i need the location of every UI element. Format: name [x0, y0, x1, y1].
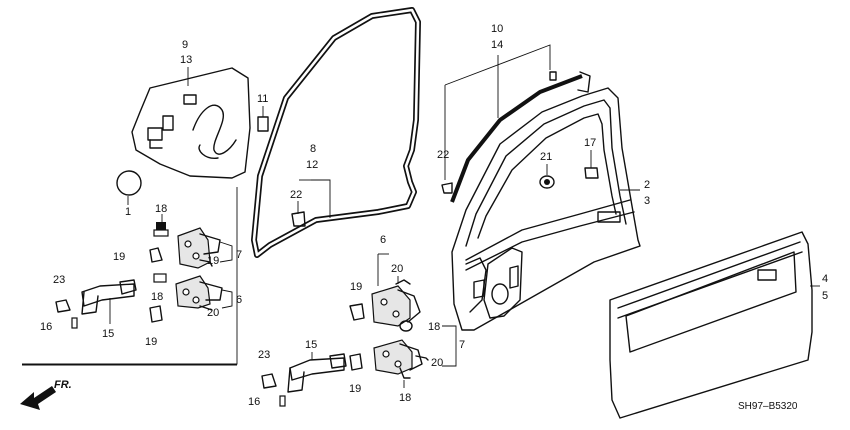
callout-20c: 20 — [431, 357, 443, 369]
callout-19d: 19 — [350, 281, 362, 293]
plug-part — [116, 170, 142, 205]
callout-6b: 6 — [380, 234, 386, 246]
callout-19a: 19 — [113, 251, 125, 263]
door-outer-skin — [609, 231, 820, 419]
callout-13: 13 — [180, 54, 192, 66]
callout-3: 3 — [644, 195, 650, 207]
upper-hinge-left — [149, 214, 233, 269]
callout-23a: 23 — [53, 274, 65, 286]
upper-hinge-center — [349, 253, 421, 332]
direction-label: FR. — [54, 379, 72, 391]
grommet-clip — [539, 164, 555, 189]
callout-11: 11 — [257, 93, 268, 105]
section-separators — [22, 187, 238, 366]
callout-18d: 18 — [399, 392, 411, 404]
seal-part — [257, 106, 269, 132]
callout-23b: 23 — [258, 349, 270, 361]
lower-hinge-left — [149, 273, 233, 323]
callout-17: 17 — [584, 137, 596, 149]
callout-12: 12 — [306, 159, 318, 171]
callout-labels: 9 13 11 1 8 12 22 10 14 22 21 17 2 3 4 5… — [40, 23, 828, 408]
callout-14: 14 — [491, 39, 503, 51]
callout-19b: 19 — [207, 255, 219, 267]
callout-4: 4 — [822, 273, 828, 285]
door-clip — [584, 150, 599, 179]
callout-18b: 18 — [151, 291, 163, 303]
callout-16a: 16 — [40, 321, 52, 333]
callout-2: 2 — [644, 179, 650, 191]
callout-6a: 6 — [236, 294, 242, 306]
callout-20a: 20 — [207, 307, 219, 319]
callout-19e: 19 — [349, 383, 361, 395]
callout-15a: 15 — [102, 328, 114, 340]
callout-16b: 16 — [248, 396, 260, 408]
door-check-center — [261, 352, 347, 407]
door-opening-weatherstrip — [251, 7, 421, 258]
door-sash-weatherstrip — [441, 44, 591, 203]
callout-7b: 7 — [459, 339, 465, 351]
callout-18c: 18 — [428, 321, 440, 333]
lower-hinge-center — [349, 325, 457, 388]
callout-9: 9 — [182, 39, 188, 51]
callout-7a: 7 — [236, 249, 242, 261]
callout-1: 1 — [125, 206, 131, 218]
callout-22a: 22 — [290, 189, 302, 201]
callout-21: 21 — [540, 151, 552, 163]
door-inner-sheet — [131, 67, 251, 179]
front-direction-arrow-icon — [20, 386, 56, 410]
callout-10: 10 — [491, 23, 503, 35]
door-check-left — [55, 279, 137, 329]
callout-15b: 15 — [305, 339, 317, 351]
callout-18a: 18 — [155, 203, 167, 215]
callout-20b: 20 — [391, 263, 403, 275]
callout-22b: 22 — [437, 149, 449, 161]
front-door-panel — [451, 87, 641, 331]
callout-8: 8 — [310, 143, 316, 155]
callout-5: 5 — [822, 290, 828, 302]
callout-19c: 19 — [145, 336, 157, 348]
diagram-code: SH97–B5320 — [738, 401, 798, 412]
